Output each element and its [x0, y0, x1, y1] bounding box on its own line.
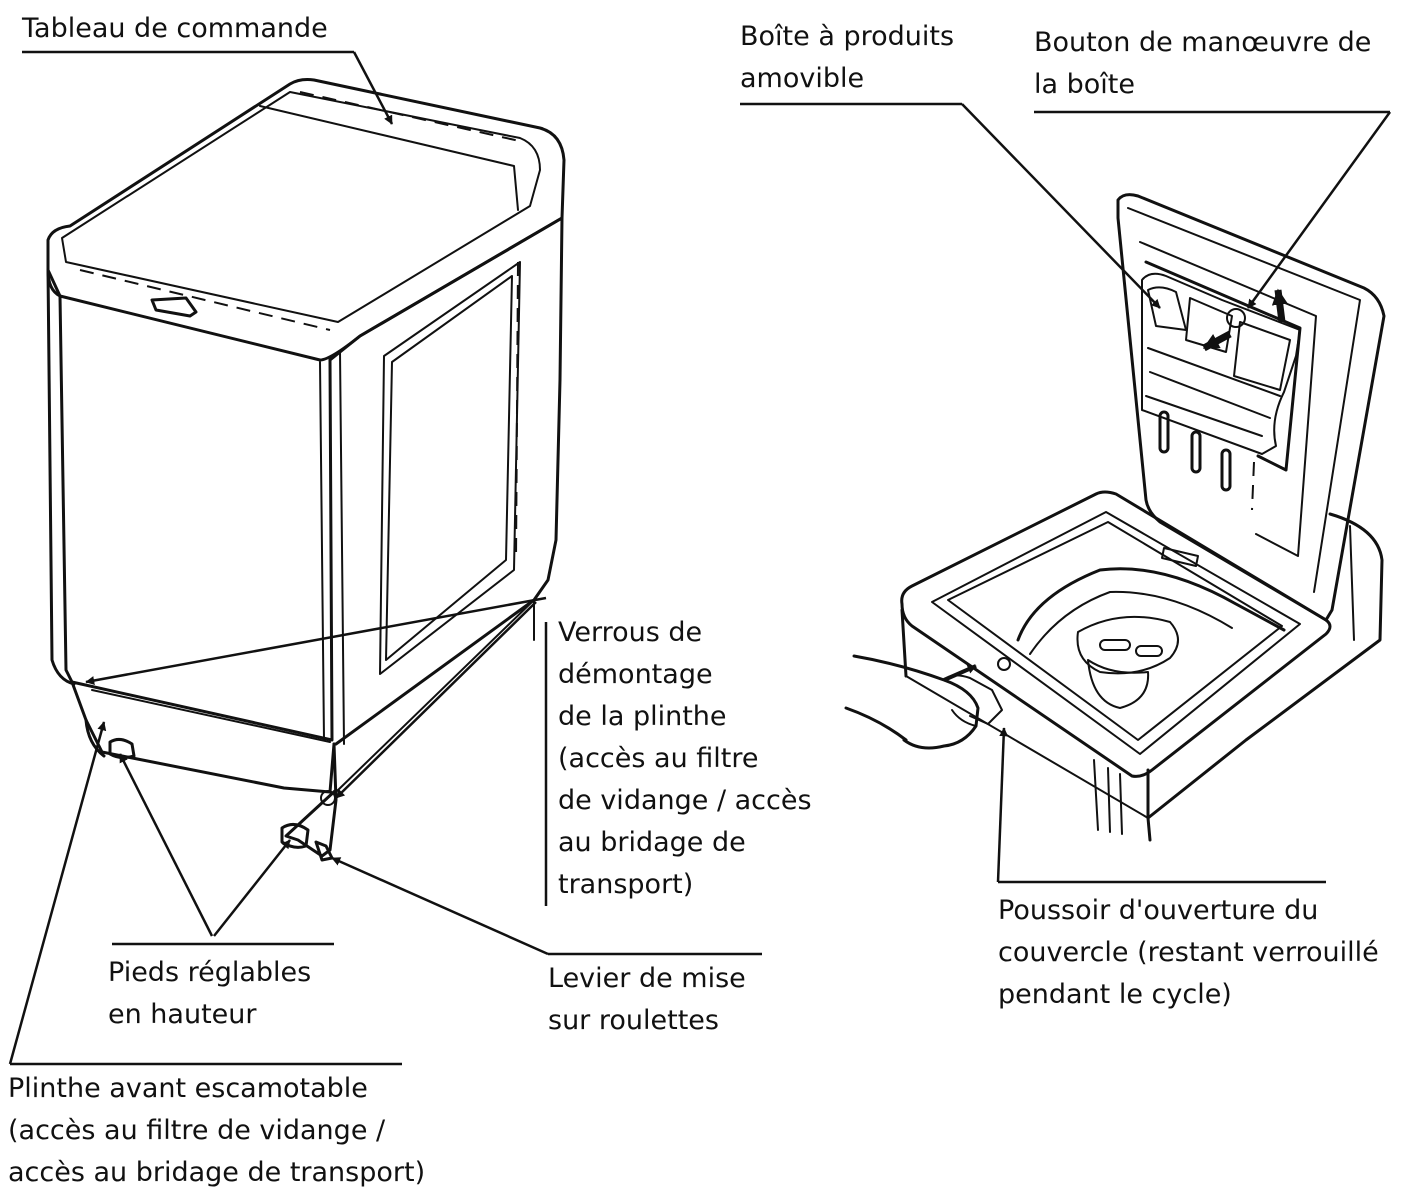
label-plinthe-avant: Plinthe avant escamotable (accès au filt… — [8, 1073, 426, 1188]
label-levier: Levier de mise sur roulettes — [548, 963, 746, 1036]
label-poussoir: Poussoir d'ouverture du couvercle (resta… — [998, 895, 1379, 1010]
label-boite-a-produits: Boîte à produits amovible — [740, 21, 955, 94]
label-verrous: Verrous de démontage de la plinthe (accè… — [558, 617, 812, 900]
label-tableau-de-commande: Tableau de commande — [22, 13, 328, 44]
open-washer — [844, 193, 1386, 842]
closed-washer — [46, 78, 566, 862]
label-pieds-reglables: Pieds réglables en hauteur — [108, 957, 312, 1030]
leader-lines — [8, 50, 1392, 1066]
label-bouton-de-manoeuvre: Bouton de manœuvre de la boîte — [1034, 27, 1372, 100]
